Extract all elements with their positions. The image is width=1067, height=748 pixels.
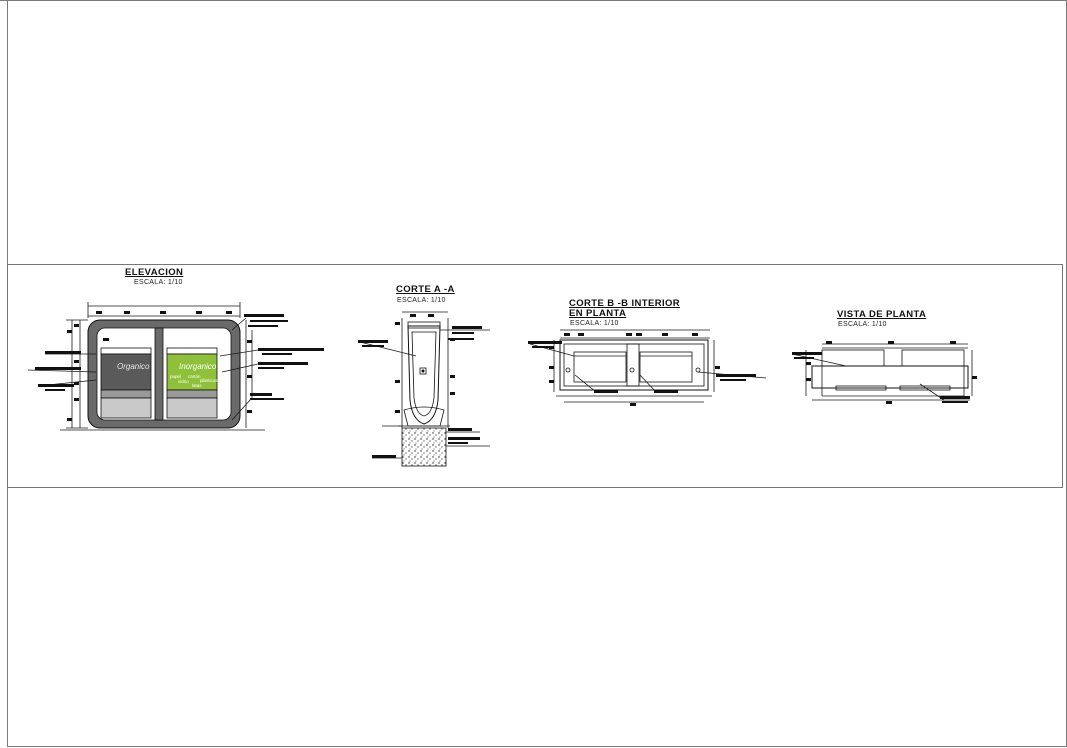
vista-planta-view [791,341,977,404]
scale-corte-aa: ESCALA: 1/10 [397,297,446,304]
title-corte-aa: CORTE A -A [396,284,455,295]
bin-right-sub-1: cartón [188,374,201,379]
elevacion-view [27,302,324,431]
scale-elevacion: ESCALA: 1/10 [134,279,183,286]
corte-aa-view [358,311,490,467]
bin-right-label: Inorganico [179,362,217,371]
bin-right-sub-3: vidrio [178,379,189,384]
bin-right-sub-4: latas [192,383,202,388]
scale-corte-bb: ESCALA: 1/10 [570,320,619,327]
drawing-frame [7,264,1063,488]
sheet-top-border [0,0,1067,1]
title-elevacion: ELEVACION [125,267,184,278]
corte-bb-view [528,329,767,406]
bin-left-label: Organico [117,362,150,371]
bin-right-sub-2: plásticos [200,378,218,383]
scale-vista-planta: ESCALA: 1/10 [838,321,887,328]
title-vista-planta: VISTA DE PLANTA [837,309,927,320]
title-corte-bb-line2: EN PLANTA [569,308,627,319]
title-corte-bb: CORTE B -B INTERIOR [569,298,681,309]
bin-right-sub-0: papel [170,374,181,379]
